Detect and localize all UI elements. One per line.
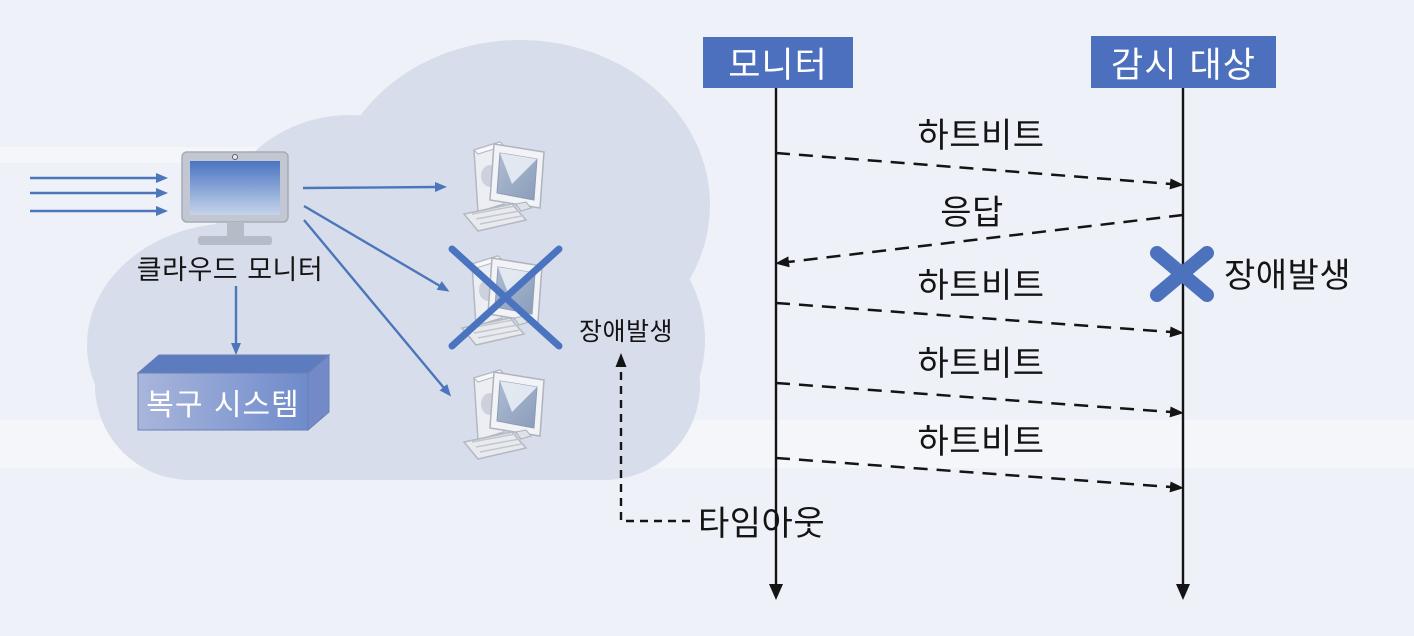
cloud-monitor-icon xyxy=(181,151,289,245)
heartbeat-3-arrow xyxy=(775,381,1184,418)
recovery-box xyxy=(136,353,331,432)
incoming-arrows xyxy=(30,173,168,216)
timeout-label: 타임아웃 xyxy=(698,504,826,544)
failure-x-icon xyxy=(1150,246,1214,302)
heartbeat-4-arrow xyxy=(775,456,1184,493)
message-arrows xyxy=(775,151,1184,493)
monitor-out-arrows xyxy=(231,182,452,397)
heartbeat-3-label: 하트비트 xyxy=(917,344,1045,384)
timeout-arrow xyxy=(615,353,690,523)
failure-label-left: 장애발생 xyxy=(578,317,674,346)
monitor-header-box: 모니터 xyxy=(703,37,853,88)
cloud-monitor-label: 클라우드 모니터 xyxy=(136,255,324,286)
heartbeat-1-arrow xyxy=(775,151,1184,190)
heartbeat-1-label: 하트비트 xyxy=(917,116,1045,156)
failure-label-right: 장애발생 xyxy=(1224,256,1352,296)
target-header-box: 감시 대상 xyxy=(1091,36,1276,88)
response-label: 응답 xyxy=(940,193,1004,233)
recovery-system-label: 복구 시스템 xyxy=(146,387,300,423)
heartbeat-4-label: 하트비트 xyxy=(917,422,1045,462)
failed-pc-x-icon xyxy=(448,245,563,350)
lifelines xyxy=(769,88,1190,600)
response-arrow xyxy=(775,213,1184,268)
heartbeat-2-arrow xyxy=(775,301,1184,338)
heartbeat-2-label: 하트비트 xyxy=(917,266,1045,306)
